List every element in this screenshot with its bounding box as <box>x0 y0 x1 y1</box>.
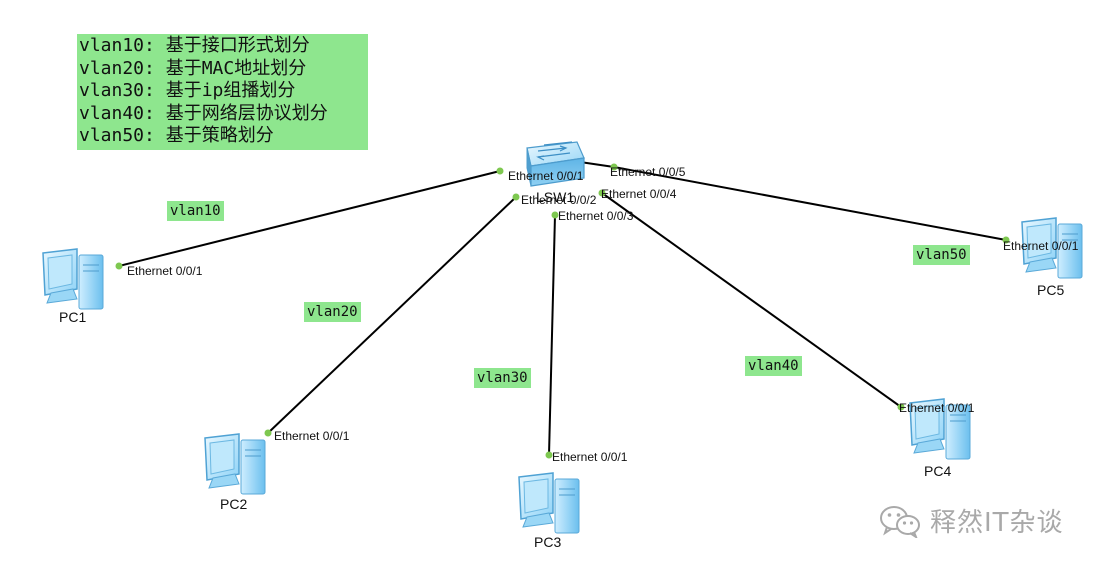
port-dot <box>598 189 606 197</box>
link-pc4 <box>601 192 902 408</box>
port-dot <box>115 262 123 270</box>
port-dot <box>1002 236 1010 244</box>
link-pc1 <box>118 170 501 267</box>
legend-line-vlan10: vlan10: 基于接口形式划分 <box>79 35 310 56</box>
pc3-label: PC3 <box>534 534 561 550</box>
vlan40-tag: vlan40 <box>745 356 802 376</box>
switch-port-3-label: Ethernet 0/0/3 <box>558 209 634 223</box>
legend-line-vlan30: vlan30: 基于ip组播划分 <box>79 80 296 101</box>
pc1-label: PC1 <box>59 309 86 325</box>
port-dot <box>264 429 272 437</box>
vlan-legend: vlan10: 基于接口形式划分 vlan20: 基于MAC地址划分 vlan3… <box>77 34 368 150</box>
vlan50-tag: vlan50 <box>913 245 970 265</box>
switch-port-5-label: Ethernet 0/0/5 <box>610 165 686 179</box>
watermark: 释然IT杂谈 <box>878 502 1064 539</box>
switch-label: LSW1 <box>536 189 574 205</box>
link-pc5 <box>613 166 1007 241</box>
pc1-icon[interactable] <box>42 248 104 310</box>
port-dot <box>610 163 618 171</box>
vlan30-tag: vlan30 <box>474 368 531 388</box>
pc4-port-label: Ethernet 0/0/1 <box>899 401 975 415</box>
watermark-text: 释然IT杂谈 <box>930 508 1064 538</box>
vlan20-tag: vlan20 <box>304 302 361 322</box>
pc2-label: PC2 <box>220 496 247 512</box>
port-dot <box>545 451 553 459</box>
pc5-port-label: Ethernet 0/0/1 <box>1003 239 1079 253</box>
pc1-port-label: Ethernet 0/0/1 <box>127 264 203 278</box>
wechat-icon <box>880 505 920 538</box>
port-dot <box>551 211 559 219</box>
pc3-port-label: Ethernet 0/0/1 <box>552 450 628 464</box>
pc5-label: PC5 <box>1037 282 1064 298</box>
pc3-icon[interactable] <box>518 472 580 534</box>
link-pc3 <box>548 214 556 456</box>
pc2-icon[interactable] <box>204 433 266 495</box>
switch-port-2-label: Ethernet 0/0/2 <box>521 193 597 207</box>
legend-line-vlan50: vlan50: 基于策略划分 <box>79 125 274 146</box>
switch-icon[interactable] <box>526 141 585 187</box>
port-dot <box>512 193 520 201</box>
legend-line-vlan40: vlan40: 基于网络层协议划分 <box>79 102 328 124</box>
switch-port-4-label: Ethernet 0/0/4 <box>601 187 677 201</box>
port-dot <box>496 167 504 175</box>
vlan10-tag: vlan10 <box>167 201 224 221</box>
switch-port-1-label: Ethernet 0/0/1 <box>508 169 584 183</box>
legend-line-vlan20: vlan20: 基于MAC地址划分 <box>79 57 307 79</box>
port-dot <box>897 403 905 411</box>
link-pc2 <box>267 196 517 434</box>
link-switch-stub <box>579 161 615 168</box>
pc4-label: PC4 <box>924 463 951 479</box>
pc2-port-label: Ethernet 0/0/1 <box>274 429 350 443</box>
